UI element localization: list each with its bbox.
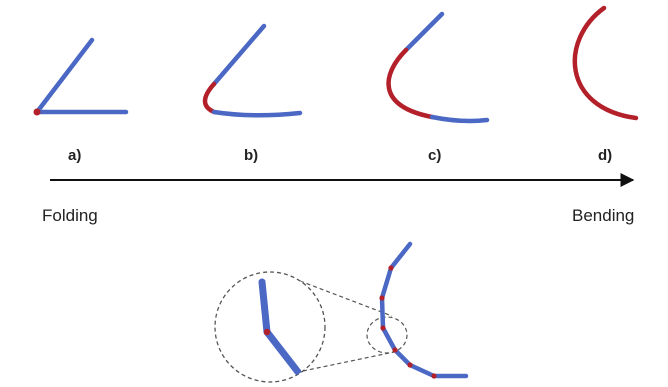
panel-c-upper-segment: [403, 11, 445, 53]
panel-a-shape: [33, 37, 129, 116]
zoom-connector-top: [299, 280, 393, 317]
zoom-connector-bottom: [302, 351, 395, 372]
panel-b-shape: [202, 23, 303, 118]
zoom-magnified-segments: [258, 278, 302, 376]
zoom-detail: [214, 241, 469, 383]
panel-b-lower-segment: [211, 109, 303, 118]
panel-c-bend: [386, 47, 435, 120]
chain-joint: [392, 347, 398, 353]
panel-d-arc: [572, 5, 639, 121]
zoom-segment-lower: [263, 328, 302, 376]
zoom-joint: [263, 328, 271, 336]
panel-label-a: a): [68, 147, 81, 164]
panel-label-d: d): [598, 147, 612, 164]
zoom-segment-upper: [258, 278, 271, 336]
chain-joint: [388, 265, 394, 271]
axis-end-label: Bending: [572, 206, 634, 225]
panel-label-c: c): [428, 147, 441, 164]
panel-label-b: b): [244, 147, 258, 164]
panel-b-bend: [202, 81, 217, 115]
segment-chain: [379, 241, 469, 379]
chain-joint: [431, 373, 437, 379]
panel-b-upper-segment: [211, 23, 267, 87]
panel-d-shape: [572, 5, 639, 121]
axis-start-label: Folding: [42, 206, 98, 225]
segment-chain-joints: [379, 265, 437, 379]
panel-c-lower-segment: [429, 114, 490, 124]
chain-joint: [380, 325, 386, 331]
panel-c-shape: [386, 11, 490, 124]
chain-joint: [379, 295, 385, 301]
panel-a-upper-segment: [34, 37, 95, 115]
zoom-source-circle: [366, 316, 408, 354]
panel-a-joint: [33, 108, 41, 116]
chain-joint: [407, 362, 413, 368]
